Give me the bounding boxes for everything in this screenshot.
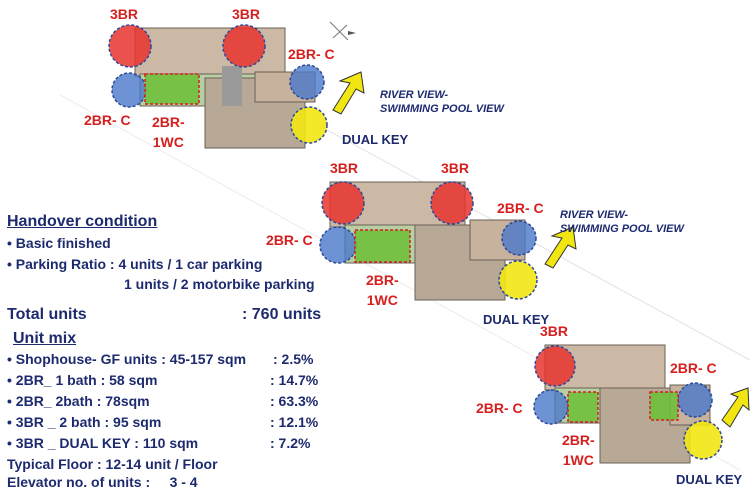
fp1-label-3br-right: 3BR: [232, 6, 261, 22]
fp2-label-3br-left: 3BR: [330, 160, 359, 176]
unit-mix-row-name: • Shophouse- GF units : 45-157 sqm: [7, 351, 247, 367]
fp1-label-2brc-right: 2BR- C: [288, 46, 335, 62]
handover-title: Handover condition: [7, 213, 158, 230]
fp2-label-3br-right: 3BR: [441, 160, 470, 176]
compass-icon: [329, 21, 356, 41]
fp1-label-2brc-left: 2BR- C: [84, 112, 131, 128]
fp3-label-2brc-left: 2BR- C: [476, 400, 523, 416]
unit-mix-row-pct: : 12.1%: [270, 414, 319, 430]
floorplan-1: [108, 24, 365, 149]
floorplan-3: [533, 344, 750, 464]
fp3-label-dual-key: DUAL KEY: [676, 472, 743, 487]
handover-item-basic: • Basic finished: [7, 235, 111, 251]
fp2-label-2br-1wc: 2BR- 1WC: [366, 272, 399, 308]
total-units-label: Total units: [7, 306, 87, 323]
handover-parking-line2: 1 units / 2 motorbike parking: [124, 276, 315, 292]
fp1-view-text: RIVER VIEW- SWIMMING POOL VIEW: [380, 89, 504, 115]
fp1-label-2br-1wc: 2BR- 1WC: [152, 114, 185, 150]
fp3-label-2br-1wc: 2BR- 1WC: [562, 432, 595, 468]
elevator-info: Elevator no. of units : 3 - 4: [7, 474, 198, 490]
fp2-label-2brc-left: 2BR- C: [266, 232, 313, 248]
unit-mix-row-pct: : 63.3%: [270, 393, 319, 409]
handover-item-parking: • Parking Ratio : 4 units / 1 car parkin…: [7, 256, 263, 272]
unit-mix-row-pct: : 7.2%: [270, 435, 311, 451]
unit-mix-row-name: • 3BR _ 2 bath : 95 sqm: [7, 414, 162, 430]
unit-mix-row-name: • 2BR_ 2bath : 78sqm: [7, 393, 150, 409]
unit-mix-row-pct: : 2.5%: [273, 351, 314, 367]
fp1-label-dual-key: DUAL KEY: [342, 132, 409, 147]
floorplan-2: [319, 181, 577, 301]
total-units-value: : 760 units: [242, 306, 322, 323]
unit-mix-title: Unit mix: [13, 330, 77, 347]
unit-mix-row-name: • 3BR _ DUAL KEY : 110 sqm: [7, 435, 199, 451]
fp2-label-2brc-right: 2BR- C: [497, 200, 544, 216]
typical-floor: Typical Floor : 12-14 unit / Floor: [7, 456, 218, 472]
unit-mix-row-pct: : 14.7%: [270, 372, 319, 388]
unit-mix-row-name: • 2BR_ 1 bath : 58 sqm: [7, 372, 158, 388]
fp1-label-3br-left: 3BR: [110, 6, 139, 22]
fp3-label-3br: 3BR: [540, 323, 569, 339]
fp2-view-text: RIVER VIEW- SWIMMING POOL VIEW: [560, 209, 684, 235]
fp3-label-2brc-right: 2BR- C: [670, 360, 717, 376]
fp2-label-dual-key: DUAL KEY: [483, 312, 550, 327]
